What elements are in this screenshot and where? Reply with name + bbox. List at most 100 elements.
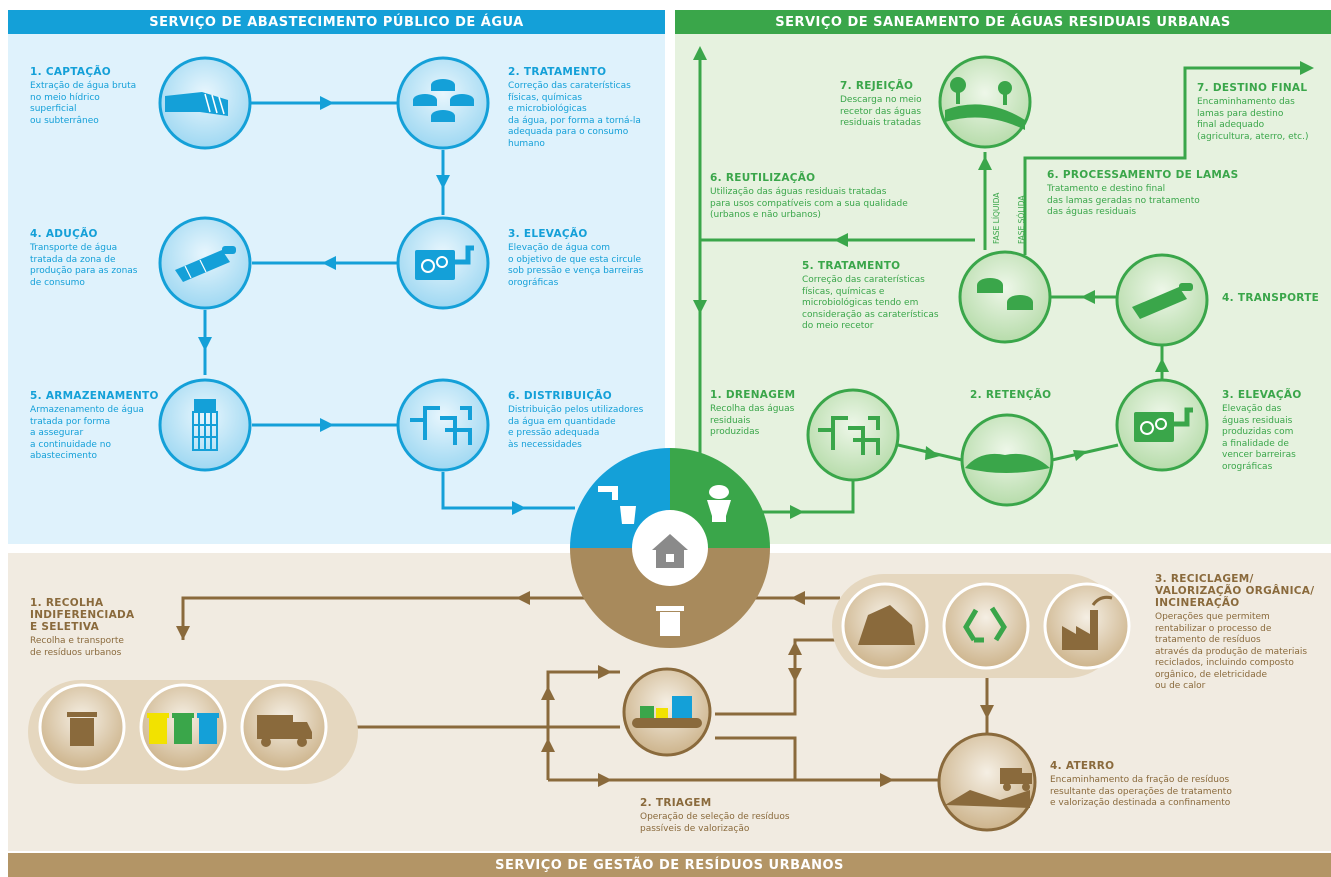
rejeicao-title: 7. REJEIÇÃO — [840, 80, 914, 92]
arrow-head — [436, 175, 450, 189]
reciclagem-title: 3. RECICLAGEM/ VALORIZAÇÃO ORGÂNICA/ INC… — [1155, 573, 1315, 609]
processamento-title: 6. PROCESSAMENTO DE LAMAS — [1047, 169, 1239, 181]
toilet-icon — [707, 485, 731, 522]
reutilizacao-label: 6. REUTILIZAÇÃO Utilização das águas res… — [710, 172, 950, 222]
arrow-head — [512, 501, 526, 515]
waste-header: SERVIÇO DE GESTÃO DE RESÍDUOS URBANOS — [8, 853, 1331, 877]
arrow-head — [790, 505, 804, 519]
arrow-head — [320, 418, 334, 432]
recolha-label: 1. RECOLHA INDIFERENCIADA E SELETIVA Rec… — [30, 597, 170, 659]
triagem-label: 2. TRIAGEM Operação de seleção de resídu… — [640, 797, 820, 835]
rejeicao-desc: Descarga no meio recetor das águas resid… — [840, 95, 922, 128]
treatment-tanks-icon — [977, 278, 1033, 310]
trash-bin-icon — [656, 606, 684, 636]
retencao-label: 2. RETENÇÃO — [970, 389, 1060, 404]
arrow-head — [320, 96, 334, 110]
arrow-head — [322, 256, 336, 270]
drenagem-label: 1. DRENAGEM Recolha das águas residuais … — [710, 389, 810, 439]
ww-tratamento-title: 5. TRATAMENTO — [802, 260, 901, 272]
elevacao-title: 3. ELEVAÇÃO — [508, 228, 588, 240]
water-intake-icon — [165, 92, 228, 116]
rejeicao-circle — [938, 55, 1032, 149]
pipe-network-icon — [410, 406, 472, 445]
pump-gears-icon — [1134, 407, 1193, 442]
fase-liquida-label: FASE LÍQUIDA — [992, 192, 1001, 244]
captacao-desc: Extração de água bruta no meio hídrico s… — [30, 81, 137, 126]
water-arrowheads — [198, 96, 526, 515]
arrow-head — [880, 773, 894, 787]
arrow-head — [834, 233, 848, 247]
ww-elevacao-label: 3. ELEVAÇÃO Elevação das águas residuais… — [1222, 389, 1322, 473]
ww-elevacao-title: 3. ELEVAÇÃO — [1222, 389, 1302, 401]
water-header: SERVIÇO DE ABASTECIMENTO PÚBLICO DE ÁGUA — [8, 10, 665, 34]
recycle-circle — [942, 582, 1030, 670]
house-icon — [652, 534, 688, 568]
pump-gears-icon — [415, 245, 474, 280]
pipeline-icon — [1132, 283, 1193, 319]
arrow-head — [598, 773, 612, 787]
distribuicao-desc: Distribuição pelos utilizadores da água … — [508, 405, 644, 450]
trash-bin-icon — [67, 712, 97, 746]
aterro-desc: Encaminhamento da fração de resíduos res… — [1050, 775, 1232, 808]
processamento-label: 6. PROCESSAMENTO DE LAMAS Tratamento e d… — [1047, 169, 1247, 219]
tratamento-desc: Correção das caraterísticas físicas, quí… — [508, 81, 641, 149]
truck-icon — [257, 715, 312, 747]
landfill-truck-icon — [945, 768, 1032, 808]
conveyor-belt-icon — [632, 696, 702, 728]
tratamento-title: 2. TRATAMENTO — [508, 66, 607, 78]
retencao-title: 2. RETENÇÃO — [970, 389, 1052, 401]
wastewater-arrowheads — [693, 46, 1314, 519]
tratamento-label: 2. TRATAMENTO Correção das caraterística… — [508, 66, 663, 150]
wastewater-flow-lines — [698, 60, 1310, 514]
pipe-network-icon — [818, 416, 880, 455]
tratamento-circle — [396, 56, 490, 150]
treatment-tanks-icon — [413, 79, 474, 122]
reutilizacao-title: 6. REUTILIZAÇÃO — [710, 172, 816, 184]
arrow-head — [978, 156, 992, 170]
aducao-desc: Transporte de água tratada da zona de pr… — [30, 243, 138, 288]
recolha-desc: Recolha e transporte de resíduos urbanos — [30, 636, 124, 658]
distribuicao-circle — [396, 378, 490, 472]
river-trees-icon — [945, 77, 1025, 130]
drenagem-title: 1. DRENAGEM — [710, 389, 796, 401]
waste-arrowheads — [176, 591, 994, 787]
armazenamento-title: 5. ARMAZENAMENTO — [30, 390, 159, 402]
rejeicao-label: 7. REJEIÇÃO Descarga no meio recetor das… — [840, 80, 940, 130]
elevacao-desc: Elevação de água com o objetivo de que e… — [508, 243, 644, 288]
drenagem-circle — [806, 388, 900, 482]
fase-solida-label: FASE SÓLIDA — [1017, 195, 1026, 244]
hub-waste-half — [570, 548, 770, 648]
ww-tratamento-circle — [958, 250, 1052, 344]
water-panel-bg — [8, 34, 665, 544]
faucet-glass-icon — [598, 486, 636, 524]
arrow-head — [1300, 61, 1314, 75]
transporte-label: 4. TRANSPORTE — [1222, 292, 1322, 307]
rubble-icon — [858, 605, 915, 645]
reutilizacao-desc: Utilização das águas residuais tratadas … — [710, 187, 908, 220]
aterro-title: 4. ATERRO — [1050, 760, 1115, 772]
arrow-head — [788, 668, 802, 682]
arrow-head — [1081, 290, 1095, 304]
arrow-head — [925, 446, 940, 460]
arrow-head — [791, 591, 805, 605]
arrow-head — [598, 665, 612, 679]
captacao-title: 1. CAPTAÇÃO — [30, 66, 112, 78]
factory-icon — [1062, 595, 1113, 650]
arrow-head — [516, 591, 530, 605]
elevacao-label: 3. ELEVAÇÃO Elevação de água com o objet… — [508, 228, 663, 289]
reciclagem-label: 3. RECICLAGEM/ VALORIZAÇÃO ORGÂNICA/ INC… — [1155, 573, 1327, 693]
armazenamento-desc: Armazenamento de água tratada por forma … — [30, 405, 144, 461]
aterro-label: 4. ATERRO Encaminhamento da fração de re… — [1050, 760, 1270, 810]
arrow-head — [1073, 450, 1088, 461]
reciclagem-desc: Operações que permitem rentabilizar o pr… — [1155, 612, 1308, 691]
arrow-head — [541, 738, 555, 752]
distribuicao-label: 6. DISTRIBUIÇÃO Distribuição pelos utili… — [508, 390, 663, 451]
arrow-head — [788, 641, 802, 655]
destino-label: 7. DESTINO FINAL Encaminhamento das lama… — [1197, 82, 1329, 143]
armazenamento-label: 5. ARMAZENAMENTO Armazenamento de água t… — [30, 390, 160, 463]
colored-bins-icon — [147, 713, 219, 744]
captacao-label: 1. CAPTAÇÃO Extração de água bruta no me… — [30, 66, 160, 127]
factory-circle — [1043, 582, 1131, 670]
ww-elevacao-desc: Elevação das águas residuais produzidas … — [1222, 404, 1296, 472]
